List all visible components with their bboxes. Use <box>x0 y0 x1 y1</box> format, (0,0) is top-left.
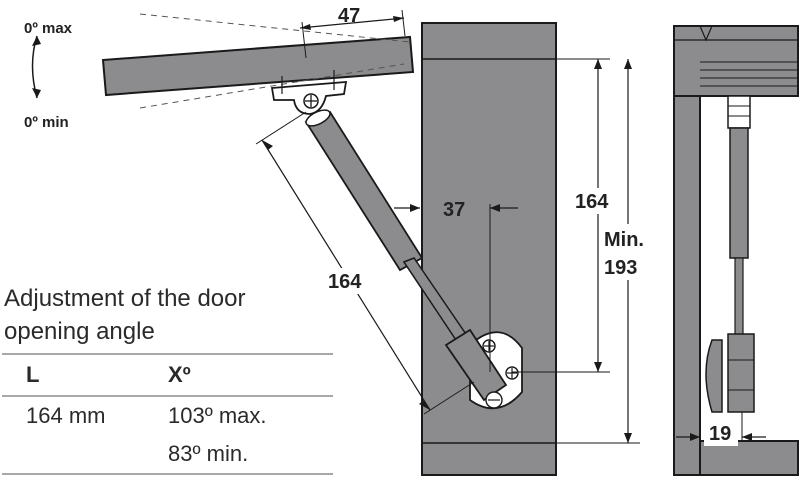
dimension-164-vertical: 164 <box>512 58 622 373</box>
cell-length-empty <box>2 435 168 475</box>
dim-164-vertical-label: 164 <box>575 191 609 213</box>
caption: Adjustment of the door opening angle <box>4 282 334 348</box>
strut-lower-overlay <box>402 257 523 410</box>
caption-line-2: opening angle <box>4 318 155 345</box>
min-angle-label: 0º min <box>24 114 69 131</box>
dim-47-label: 47 <box>338 5 360 27</box>
header-length: L <box>2 353 168 397</box>
side-view <box>673 25 799 476</box>
table-row: 83º min. <box>2 435 333 475</box>
dimension-37: 37 <box>394 196 518 372</box>
cell-angle-min: 83º min. <box>168 435 333 475</box>
max-angle-label: 0º max <box>24 20 73 37</box>
flap-bracket <box>270 70 348 115</box>
dim-37-label: 37 <box>443 199 465 221</box>
header-angle: Xº <box>168 353 333 397</box>
angle-arc: 0º max 0º min <box>24 20 73 131</box>
dimension-47: 47 <box>299 5 406 59</box>
dimension-min-193: Min. 193 <box>556 59 658 444</box>
dim-min-label: Min. <box>604 229 644 251</box>
dim-19-label: 19 <box>709 423 731 445</box>
caption-line-1: Adjustment of the door <box>4 285 246 312</box>
dimension-19: 19 <box>676 412 766 446</box>
cell-angle-max: 103º max. <box>168 403 267 428</box>
table-row: 164 mm 103º max. <box>2 396 333 435</box>
spec-table: L Xº 164 mm 103º max. 83º min. <box>2 353 333 475</box>
table-header-row: L Xº <box>2 353 333 397</box>
dim-164-strut-label: 164 <box>328 271 362 293</box>
dimension-164-strut: 164 <box>255 111 475 415</box>
cell-length: 164 mm <box>26 403 106 428</box>
dim-193-label: 193 <box>604 257 637 279</box>
door-flap <box>101 13 415 109</box>
